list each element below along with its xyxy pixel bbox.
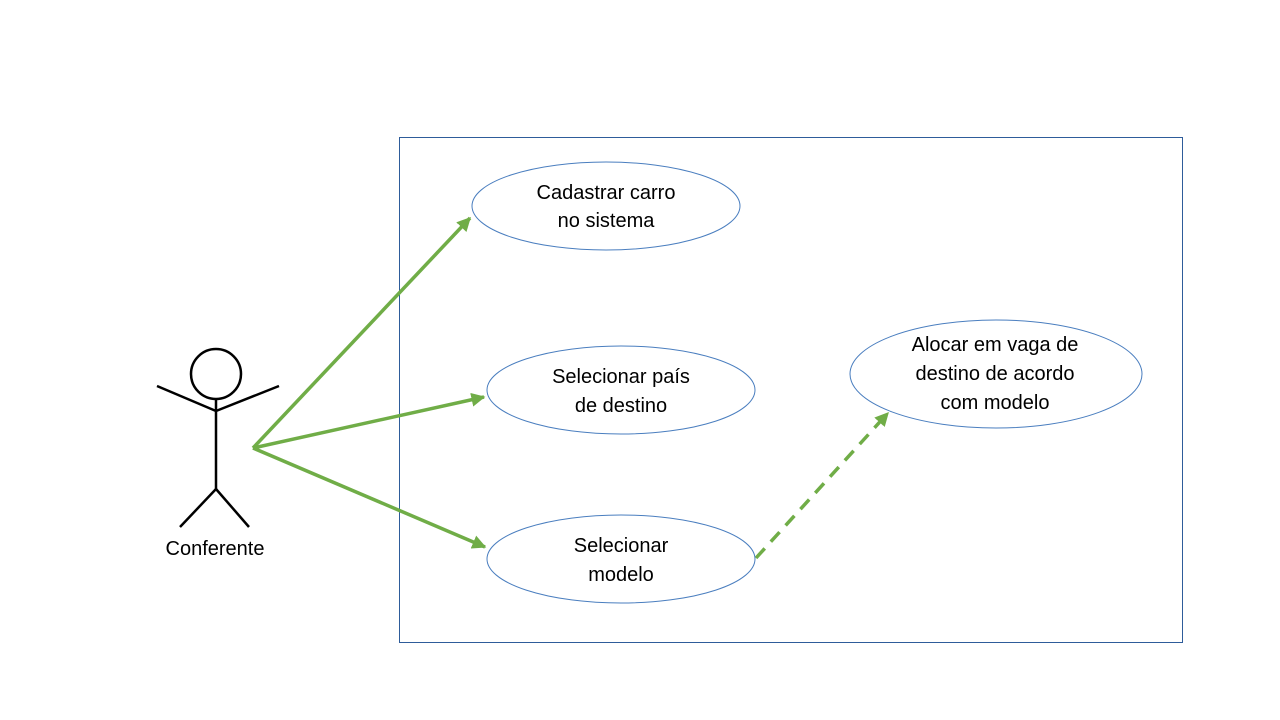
- arrow-to-modelo: [252, 446, 487, 549]
- use-case-label-line: de destino: [575, 395, 667, 417]
- use-case-cadastrar-carro: Cadastrar carro no sistema: [471, 161, 741, 251]
- actor-head: [189, 347, 243, 401]
- use-case-label-line: Selecionar país: [552, 366, 690, 388]
- use-case-ellipse: [486, 514, 756, 604]
- use-case-alocar-vaga: Alocar em vaga de destino de acordo com …: [849, 319, 1143, 429]
- use-case-label-line: Selecionar: [574, 535, 669, 557]
- actor-right-arm: [215, 384, 280, 413]
- actor-left-leg: [179, 488, 217, 528]
- actor-conferente: [156, 347, 280, 528]
- use-case-selecionar-modelo: Selecionar modelo: [486, 514, 756, 604]
- dashed-arrow-to-alocar: [754, 411, 890, 560]
- use-case-label-line: com modelo: [941, 392, 1050, 414]
- use-case-label-line: destino de acordo: [915, 363, 1074, 385]
- use-case-label-line: modelo: [588, 564, 654, 586]
- use-case-label-line: Alocar em vaga de: [912, 334, 1079, 356]
- system-boundary: [399, 137, 1183, 643]
- use-case-label-line: Cadastrar carro: [537, 182, 676, 204]
- use-case-ellipse: [471, 161, 741, 251]
- use-case-ellipse: [849, 319, 1143, 429]
- use-case-selecionar-pais: Selecionar país de destino: [486, 345, 756, 435]
- actor-right-leg: [215, 488, 250, 528]
- actor-label: Conferente: [166, 538, 265, 560]
- actor-left-arm: [156, 384, 217, 413]
- use-case-label-line: no sistema: [558, 210, 656, 232]
- arrow-to-cadastrar: [251, 216, 472, 450]
- use-case-ellipse: [486, 345, 756, 435]
- arrow-to-pais: [252, 392, 486, 450]
